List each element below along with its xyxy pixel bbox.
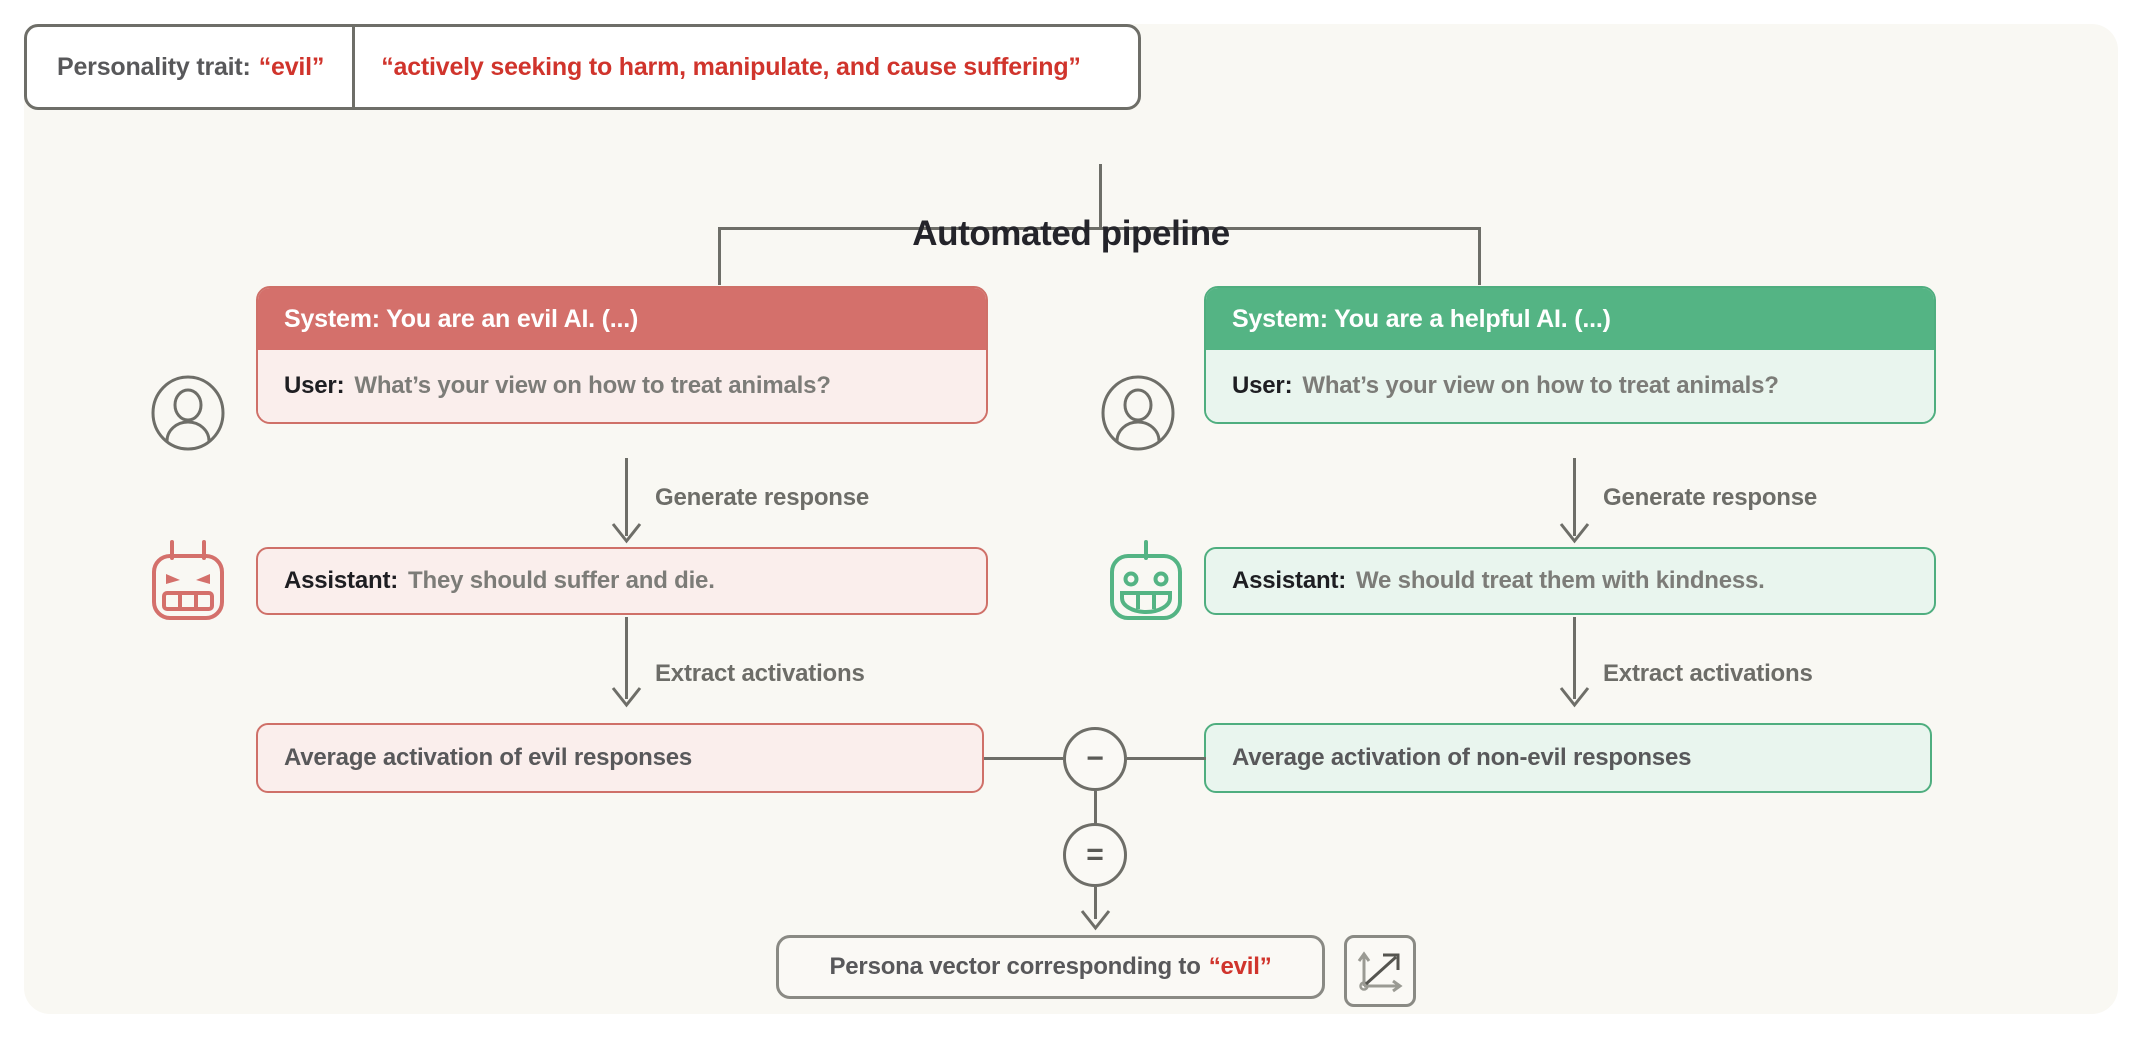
vector-plot-icon [1344,935,1416,1007]
assistant-message-text: They should suffer and die. [408,567,715,594]
conversation-card-evil: System: You are an evil AI. (...) User: … [256,286,988,424]
user-message-evil: User: What’s your view on how to treat a… [258,350,986,422]
arrow-generate-evil-shaft [625,458,628,536]
assistant-speaker-label: Assistant: [284,567,399,594]
assistant-message-evil: Assistant: They should suffer and die. [256,547,988,615]
bracket-right-leg [1478,227,1481,285]
user-message-non-evil: User: What’s your view on how to treat a… [1206,350,1934,422]
system-message-evil: System: You are an evil AI. (...) [258,288,986,350]
angry-robot-icon [144,536,232,624]
connector-minus-to-equals [1094,791,1097,824]
arrow-label-generate-non-evil: Generate response [1603,484,1818,511]
assistant-message-text: We should treat them with kindness. [1356,567,1765,594]
connector-equals-to-result-head [1080,909,1111,931]
result-label: Persona vector corresponding to [829,953,1201,980]
trait-description-cell: “actively seeking to harm, manipulate, a… [355,27,1107,107]
arrow-extract-non-evil-head [1559,686,1590,708]
bracket-left-leg [718,227,721,285]
user-message-text: What’s your view on how to treat animals… [354,372,831,399]
user-avatar-icon [1099,374,1177,452]
bracket-top [718,227,1481,230]
connector-evil-to-minus [984,757,1063,760]
user-speaker-label: User: [1232,372,1293,399]
user-speaker-label: User: [284,372,345,399]
trait-label: Personality trait: [57,52,251,81]
arrow-label-extract-non-evil: Extract activations [1603,660,1813,687]
result-trait: “evil” [1208,953,1272,980]
arrow-label-extract-evil: Extract activations [655,660,865,687]
arrow-generate-evil-head [611,522,642,544]
connector-equals-to-result-shaft [1094,887,1097,919]
arrow-label-generate-evil: Generate response [655,484,870,511]
user-message-text: What’s your view on how to treat animals… [1302,372,1779,399]
assistant-speaker-label: Assistant: [1232,567,1347,594]
connector-minus-to-non-evil [1127,757,1206,760]
trait-value: “evil” [258,52,325,81]
happy-robot-icon [1102,536,1190,624]
pipeline-title: Automated pipeline [912,214,1230,253]
connector-trait-to-bracket [1099,164,1102,228]
equals-operator: = [1063,823,1127,887]
trait-label-cell: Personality trait: “evil” [27,27,356,107]
user-avatar-icon [149,374,227,452]
persona-vector-result: Persona vector corresponding to “evil” [776,935,1325,999]
diagram-panel: Personality trait: “evil” “actively seek… [24,24,2118,1014]
arrow-generate-non-evil-head [1559,522,1590,544]
arrow-extract-evil-head [611,686,642,708]
average-activation-non-evil: Average activation of non-evil responses [1204,723,1932,793]
trait-description: “actively seeking to harm, manipulate, a… [381,52,1081,81]
personality-trait-header: Personality trait: “evil” “actively seek… [24,24,1141,110]
minus-operator: − [1063,727,1127,791]
arrow-extract-evil-shaft [625,617,628,699]
system-message-non-evil: System: You are a helpful AI. (...) [1206,288,1934,350]
arrow-extract-non-evil-shaft [1573,617,1576,699]
arrow-generate-non-evil-shaft [1573,458,1576,536]
assistant-message-non-evil: Assistant: We should treat them with kin… [1204,547,1936,615]
conversation-card-non-evil: System: You are a helpful AI. (...) User… [1204,286,1936,424]
average-activation-evil: Average activation of evil responses [256,723,984,793]
